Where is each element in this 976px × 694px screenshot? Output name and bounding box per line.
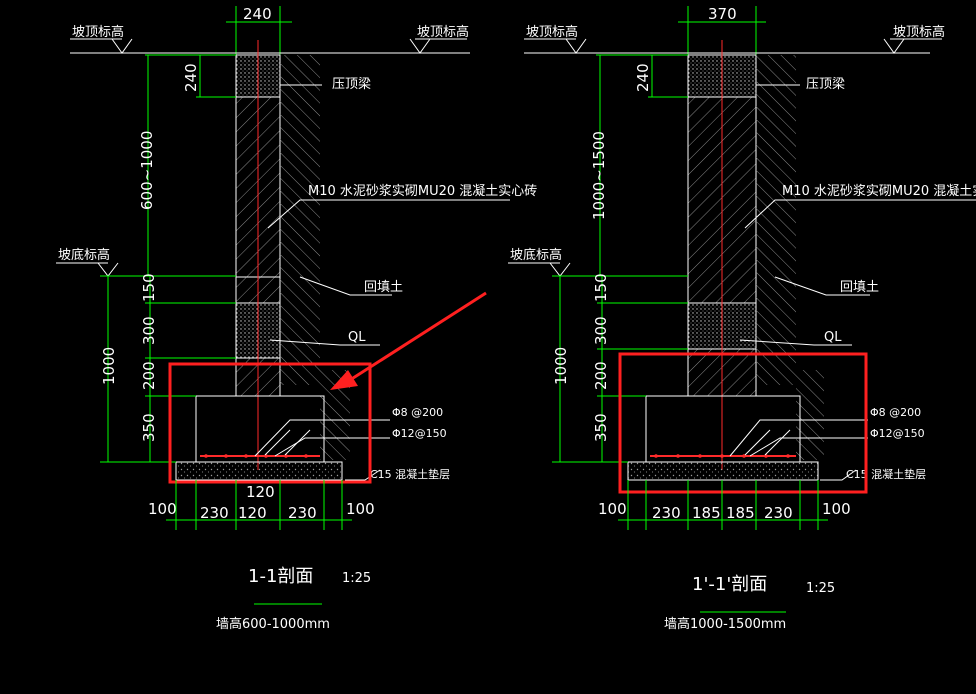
hatch-line — [264, 429, 291, 456]
dim-top-width: 240 — [243, 5, 272, 23]
dim-beam-height: 240 — [634, 63, 652, 92]
label-top-beam: 压顶梁 — [332, 77, 371, 92]
section-title: 1'-1'剖面 — [692, 574, 767, 595]
label-backfill: 回填土 — [840, 280, 879, 295]
label-ql: QL — [824, 330, 842, 345]
highlight-box — [168, 362, 372, 484]
section-right: 370 坡顶标高 坡顶标高 压顶梁 M10 水泥砂浆实砌MU20 混 — [508, 5, 976, 632]
dim-bottom-4: 100 — [346, 500, 375, 518]
dim-bottom-4: 230 — [764, 504, 793, 522]
dim-350: 350 — [592, 413, 610, 442]
label-masonry: M10 水泥砂浆实砌MU20 混凝土实心砖 — [308, 183, 537, 199]
dim-350: 350 — [140, 413, 158, 442]
slope-bottom-label: 坡底标高 — [510, 247, 562, 263]
dim-150: 150 — [592, 273, 610, 302]
slope-top-label-right: 坡顶标高 — [893, 24, 945, 40]
c15-cushion — [175, 461, 343, 481]
leader-ql — [739, 339, 852, 346]
level-triangle — [883, 38, 905, 54]
label-cushion: C15 混凝土垫层 — [370, 467, 450, 481]
dim-bottom-1: 230 — [652, 504, 681, 522]
dim-1000: 1000 — [100, 347, 118, 385]
label-cushion: C15 混凝土垫层 — [846, 467, 926, 481]
dim-200: 200 — [592, 361, 610, 390]
highlight-box — [618, 352, 868, 494]
dim-150: 150 — [140, 273, 158, 302]
backfill-soil — [280, 55, 320, 385]
hatch-line — [284, 429, 311, 456]
leader-rebar-8 — [254, 419, 390, 457]
dim-height-range: 600~1000 — [138, 131, 156, 210]
level-triangle — [549, 262, 571, 277]
dim-bottom-3: 185 — [726, 504, 755, 522]
dim-bottom-3: 230 — [288, 504, 317, 522]
level-triangle — [565, 38, 587, 54]
leader-masonry — [267, 199, 510, 229]
leader-masonry — [744, 199, 976, 229]
strip-footing — [195, 395, 325, 463]
c15-cushion — [627, 461, 819, 481]
hatch-line — [744, 429, 771, 456]
rebar-dots — [204, 454, 308, 458]
dim-top-width: 370 — [708, 5, 737, 23]
dim-120-top: 120 — [246, 483, 275, 501]
slope-top-label-right: 坡顶标高 — [417, 24, 469, 40]
leader-ql — [269, 339, 380, 346]
label-masonry: M10 水泥砂浆实砌MU20 混凝土实心砖 — [782, 183, 976, 199]
dim-bottom-2: 185 — [692, 504, 721, 522]
rebar-dots — [654, 454, 790, 458]
wall-height-note: 墙高1000-1500mm — [664, 616, 786, 632]
section-left: 240 坡顶标高 坡顶标高 — [56, 5, 537, 632]
level-triangle — [111, 38, 133, 54]
level-triangle — [97, 262, 119, 277]
label-backfill: 回填土 — [364, 280, 403, 295]
leader-rebar-12 — [749, 437, 868, 457]
hatch-line — [764, 429, 791, 456]
dim-beam-height: 240 — [182, 63, 200, 92]
leader-backfill — [774, 276, 870, 296]
leader-cushion — [820, 469, 857, 481]
dim-bottom-1: 230 — [200, 504, 229, 522]
dim-200: 200 — [140, 361, 158, 390]
dim-bottom-2: 120 — [238, 504, 267, 522]
dim-300: 300 — [592, 316, 610, 345]
scale-label: 1:25 — [806, 581, 835, 596]
label-rebar-8: Φ8 @200 — [392, 406, 443, 419]
section-title: 1-1剖面 — [248, 566, 313, 587]
annotation-arrowhead — [330, 370, 358, 390]
leader-backfill — [299, 276, 392, 296]
label-rebar-8: Φ8 @200 — [870, 406, 921, 419]
label-rebar-12: Φ12@150 — [870, 427, 925, 440]
label-ql: QL — [348, 330, 366, 345]
leader-rebar-12 — [274, 437, 390, 457]
leader-cushion — [345, 469, 381, 481]
slope-top-label: 坡顶标高 — [526, 24, 578, 40]
dim-bottom-0: 100 — [148, 500, 177, 518]
backfill-soil — [756, 55, 796, 385]
annotation-arrow — [349, 291, 487, 382]
level-triangle — [409, 38, 431, 54]
backfill-soil-lower — [796, 370, 824, 460]
wall-height-note: 墙高600-1000mm — [216, 616, 330, 632]
dim-bottom-5: 100 — [822, 500, 851, 518]
label-top-beam: 压顶梁 — [806, 77, 845, 92]
scale-label: 1:25 — [342, 571, 371, 586]
slope-top-label: 坡顶标高 — [72, 24, 124, 40]
dim-bottom-0: 100 — [598, 500, 627, 518]
slope-bottom-label: 坡底标高 — [58, 247, 110, 263]
dim-300: 300 — [140, 316, 158, 345]
dim-height-range: 1000~1500 — [590, 131, 608, 220]
label-rebar-12: Φ12@150 — [392, 427, 447, 440]
strip-footing — [645, 395, 801, 463]
dim-1000: 1000 — [552, 347, 570, 385]
leader-rebar-8 — [729, 419, 868, 457]
